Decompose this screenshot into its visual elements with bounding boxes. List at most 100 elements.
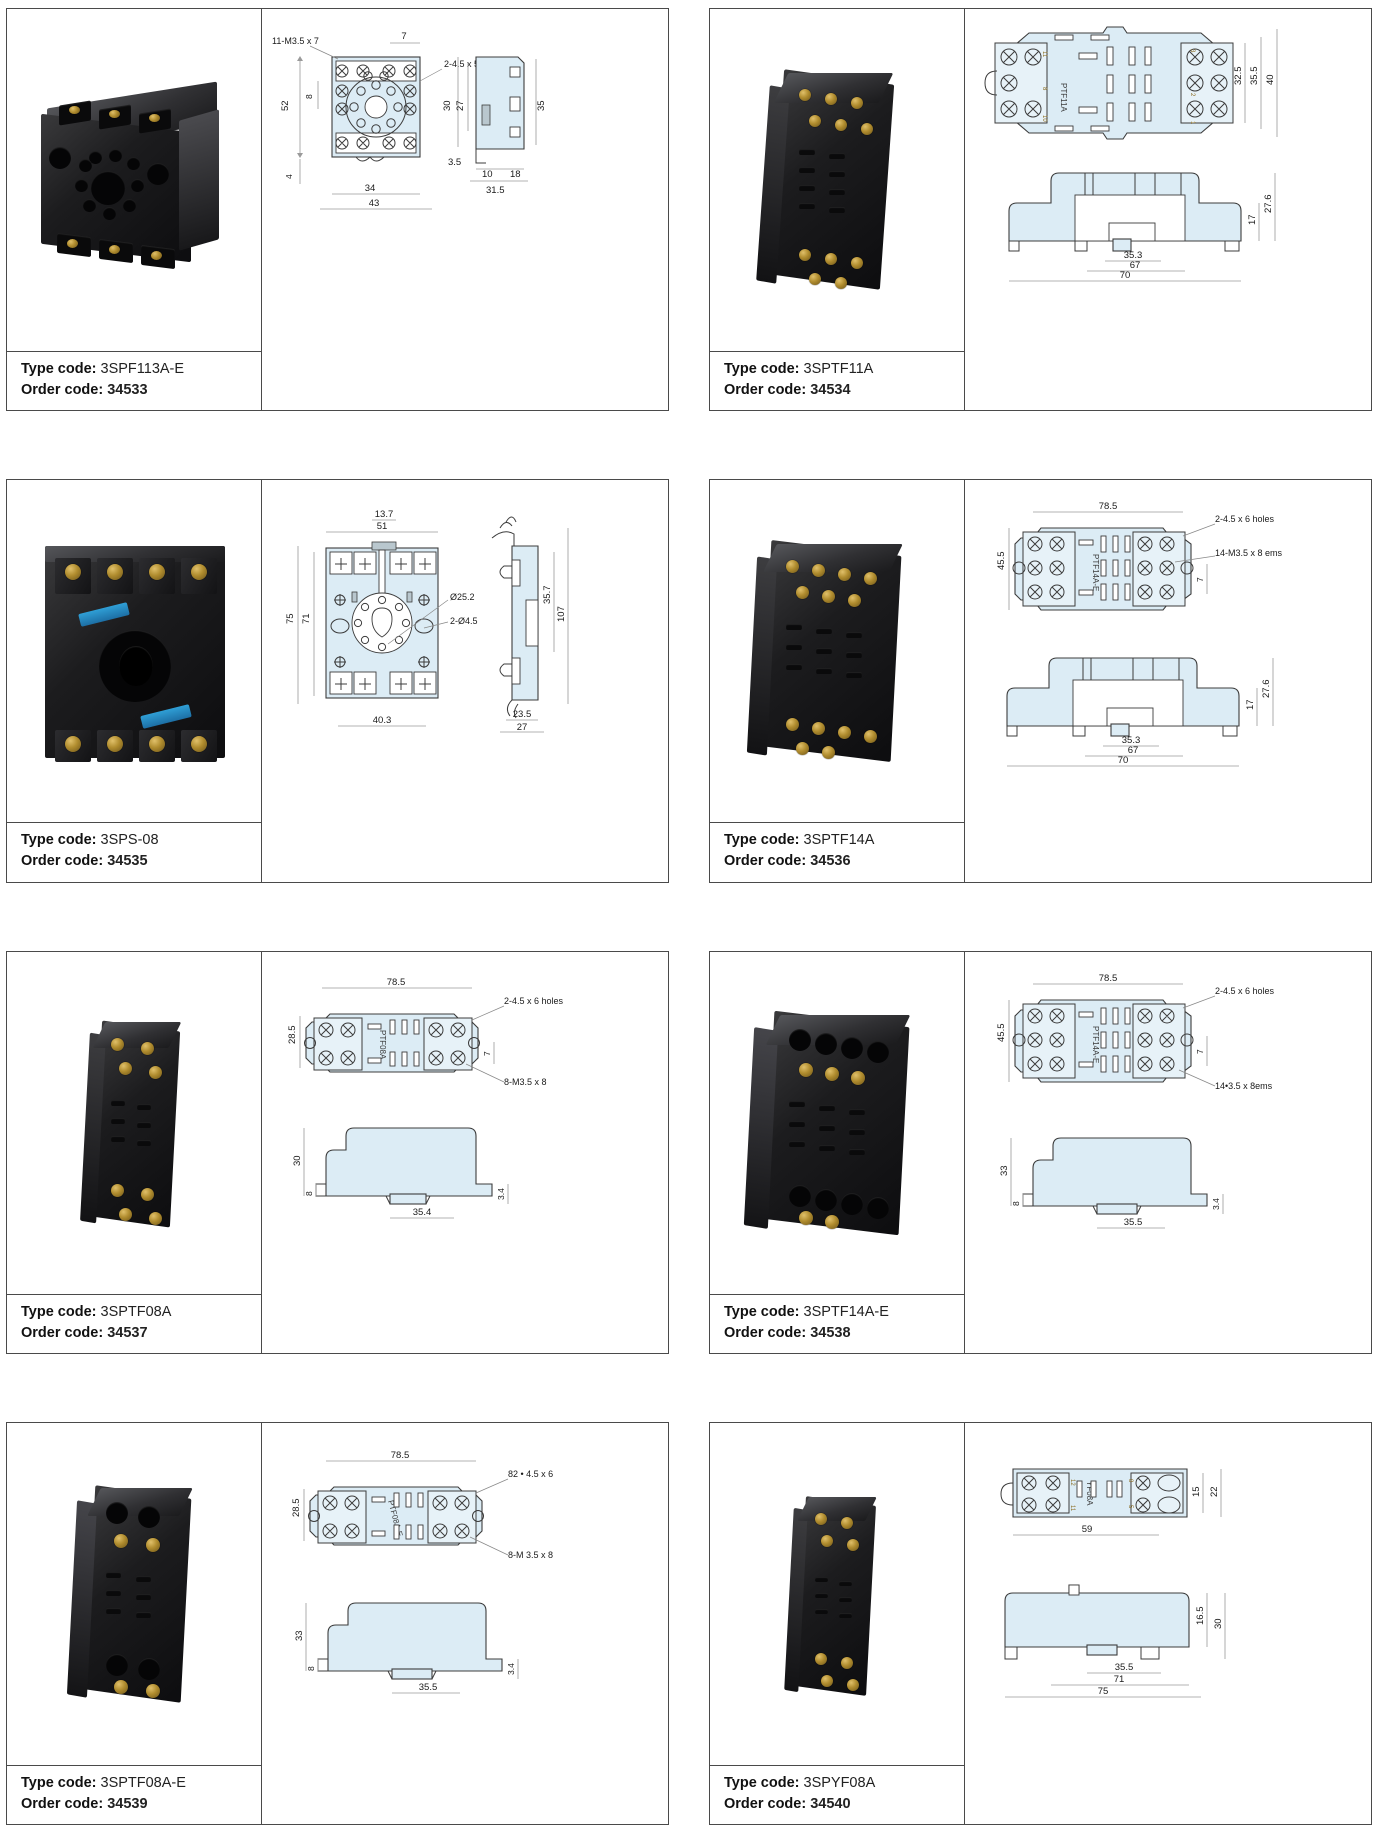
dim-4-785: 78.5 <box>1099 501 1118 512</box>
dimension-drawing-1: 11-M3.5 x 7 2-4.5 x 5 52 <box>270 19 590 249</box>
drawing-area-7: 78.5 28.5 <box>262 1423 668 1824</box>
callout-4-b: 14-M3.5 x 8 ems <box>1215 548 1283 558</box>
dimension-drawing-6-side: 33 8 3.4 35.5 <box>993 1130 1293 1250</box>
part-mark-8: YF08A <box>1085 1481 1094 1506</box>
dim-6-785: 78.5 <box>1099 973 1118 984</box>
order-code-label-8: Order code: <box>724 1795 807 1812</box>
product-photo-2 <box>710 9 964 351</box>
dim-5-7: 7 <box>482 1051 492 1056</box>
dim-8-355: 35.5 <box>1115 1662 1134 1673</box>
dim-4-276: 27.6 <box>1261 680 1272 699</box>
dim-7-355: 35.5 <box>419 1682 438 1693</box>
order-code-value-8: 34540 <box>810 1795 851 1812</box>
dim-5-354: 35.4 <box>413 1207 432 1218</box>
product-card-5[interactable]: Type code: 3SPTF08A Order code: 34537 78 <box>6 950 669 1354</box>
dim-7-285: 28.5 <box>291 1498 302 1517</box>
svg-text:2: 2 <box>1189 93 1195 97</box>
type-code-label-5: Type code: <box>21 1303 97 1320</box>
callout-3-a: Ø25.2 <box>450 592 475 602</box>
product-card-7[interactable]: Type code: 3SPTF08A-E Order code: 34539 … <box>6 1421 669 1825</box>
product-card-1[interactable]: Type code: 3SPF113A-E Order code: 34533 <box>6 8 669 412</box>
dim-7-33: 33 <box>294 1630 305 1641</box>
callout-5-a: 2-4.5 x 6 holes <box>504 996 564 1006</box>
type-code-label-7: Type code: <box>21 1774 97 1791</box>
dim-6-33: 33 <box>999 1165 1010 1176</box>
order-code-label-6: Order code: <box>724 1324 807 1341</box>
dim-8-59: 59 <box>1082 1524 1093 1535</box>
product-card-3[interactable]: Type code: 3SPS-08 Order code: 34535 <box>6 479 669 883</box>
dim-8-15: 15 <box>1191 1486 1202 1497</box>
product-card-8[interactable]: Type code: 3SPYF08A Order code: 34540 <box>709 1421 1372 1825</box>
type-code-value-2: 3SPTF11A <box>803 361 874 378</box>
callout-3-b: 2-Ø4.5 <box>450 616 478 626</box>
dim-4-353: 35.3 <box>1122 735 1141 746</box>
card-left-5: Type code: 3SPTF08A Order code: 34537 <box>7 951 262 1353</box>
svg-text:8: 8 <box>1127 1479 1133 1483</box>
caption-4: Type code: 3SPTF14A Order code: 34536 <box>710 822 964 881</box>
card-left-1: Type code: 3SPF113A-E Order code: 34533 <box>7 9 262 411</box>
dim-3-357: 35.7 <box>542 586 553 605</box>
dim-3-71: 71 <box>301 614 312 625</box>
caption-2: Type code: 3SPTF11A Order code: 34534 <box>710 351 964 410</box>
dim-6-34: 3.4 <box>1211 1197 1221 1209</box>
order-code-label-5: Order code: <box>21 1324 104 1341</box>
dim-4-67: 67 <box>1128 745 1139 756</box>
callout-6-b: 14•3.5 x 8ems <box>1215 1081 1273 1091</box>
dim-5-285: 28.5 <box>287 1025 298 1044</box>
type-code-label-1: Type code: <box>21 361 97 378</box>
callout-1-b: 2-4.5 x 5 <box>444 59 479 69</box>
product-card-2[interactable]: Type code: 3SPTF11A Order code: 34534 <box>709 8 1372 412</box>
dim-3-107: 107 <box>556 606 567 622</box>
dim-6-455: 45.5 <box>996 1023 1007 1042</box>
dim-2-353: 35.3 <box>1124 250 1143 261</box>
dim-4-455: 45.5 <box>996 552 1007 571</box>
dim-5-30: 30 <box>292 1155 303 1166</box>
dim-1-27: 27 <box>455 100 466 111</box>
dim-2-67: 67 <box>1130 260 1141 271</box>
dim-8-165: 16.5 <box>1195 1606 1206 1625</box>
product-photo-7 <box>7 1423 261 1765</box>
dim-2-355: 35.5 <box>1249 67 1260 86</box>
dimension-drawing-2-top: PTF11A 11 <box>984 23 1285 153</box>
caption-1: Type code: 3SPF113A-E Order code: 34533 <box>7 351 261 410</box>
caption-5: Type code: 3SPTF08A Order code: 34537 <box>7 1293 261 1353</box>
dimension-drawing-5-side: 30 8 3.4 35.4 <box>286 1120 586 1240</box>
product-card-4[interactable]: Type code: 3SPTF14A Order code: 34536 78 <box>709 479 1372 883</box>
product-card-6[interactable]: Type code: 3SPTF14A-E Order code: 34538 <box>709 950 1372 1354</box>
dim-5-785: 78.5 <box>387 977 406 988</box>
product-photo-6 <box>710 952 964 1294</box>
dim-1-35a: 3.5 <box>448 157 461 168</box>
type-code-label-8: Type code: <box>724 1774 800 1791</box>
dimension-drawing-7-top: 78.5 28.5 <box>288 1445 588 1575</box>
svg-text:8: 8 <box>1041 87 1047 91</box>
card-left-7: Type code: 3SPTF08A-E Order code: 34539 <box>7 1422 262 1824</box>
callout-5-b: 8-M3.5 x 8 <box>504 1077 547 1087</box>
dim-8-22: 22 <box>1209 1486 1220 1497</box>
dimension-drawing-8-side: 16.5 30 35.5 71 75 <box>991 1573 1291 1703</box>
caption-7: Type code: 3SPTF08A-E Order code: 34539 <box>7 1764 261 1824</box>
dim-1-43: 43 <box>369 198 380 209</box>
type-code-label-4: Type code: <box>724 832 800 849</box>
type-code-value-8: 3SPYF08A <box>803 1774 876 1791</box>
dim-2-276: 27.6 <box>1263 195 1274 214</box>
order-code-label-4: Order code: <box>724 853 807 870</box>
dim-1-35: 35 <box>536 100 547 111</box>
dim-1-10: 10 <box>482 169 493 180</box>
order-code-label-2: Order code: <box>724 382 807 399</box>
product-photo-4 <box>710 480 964 822</box>
dimension-drawing-4-top: 78.5 45.5 7 <box>993 498 1293 638</box>
dim-3-51: 51 <box>377 521 388 532</box>
product-photo-3 <box>7 480 261 822</box>
drawing-area-1: 11-M3.5 x 7 2-4.5 x 5 52 <box>262 9 668 410</box>
dim-2-17: 17 <box>1247 214 1258 225</box>
product-grid: Type code: 3SPF113A-E Order code: 34533 <box>6 8 1372 1825</box>
product-photo-1 <box>7 9 261 351</box>
dimension-drawing-4-side: 17 27.6 35.3 67 70 <box>993 652 1293 772</box>
svg-text:1: 1 <box>1189 121 1195 125</box>
order-code-label-3: Order code: <box>21 853 104 870</box>
type-code-value-5: 3SPTF08A <box>100 1303 172 1320</box>
order-code-value-2: 34534 <box>810 382 851 399</box>
drawing-area-8: YF08A 12 8 11 5 <box>965 1423 1371 1824</box>
dim-6-8: 8 <box>1011 1201 1021 1206</box>
